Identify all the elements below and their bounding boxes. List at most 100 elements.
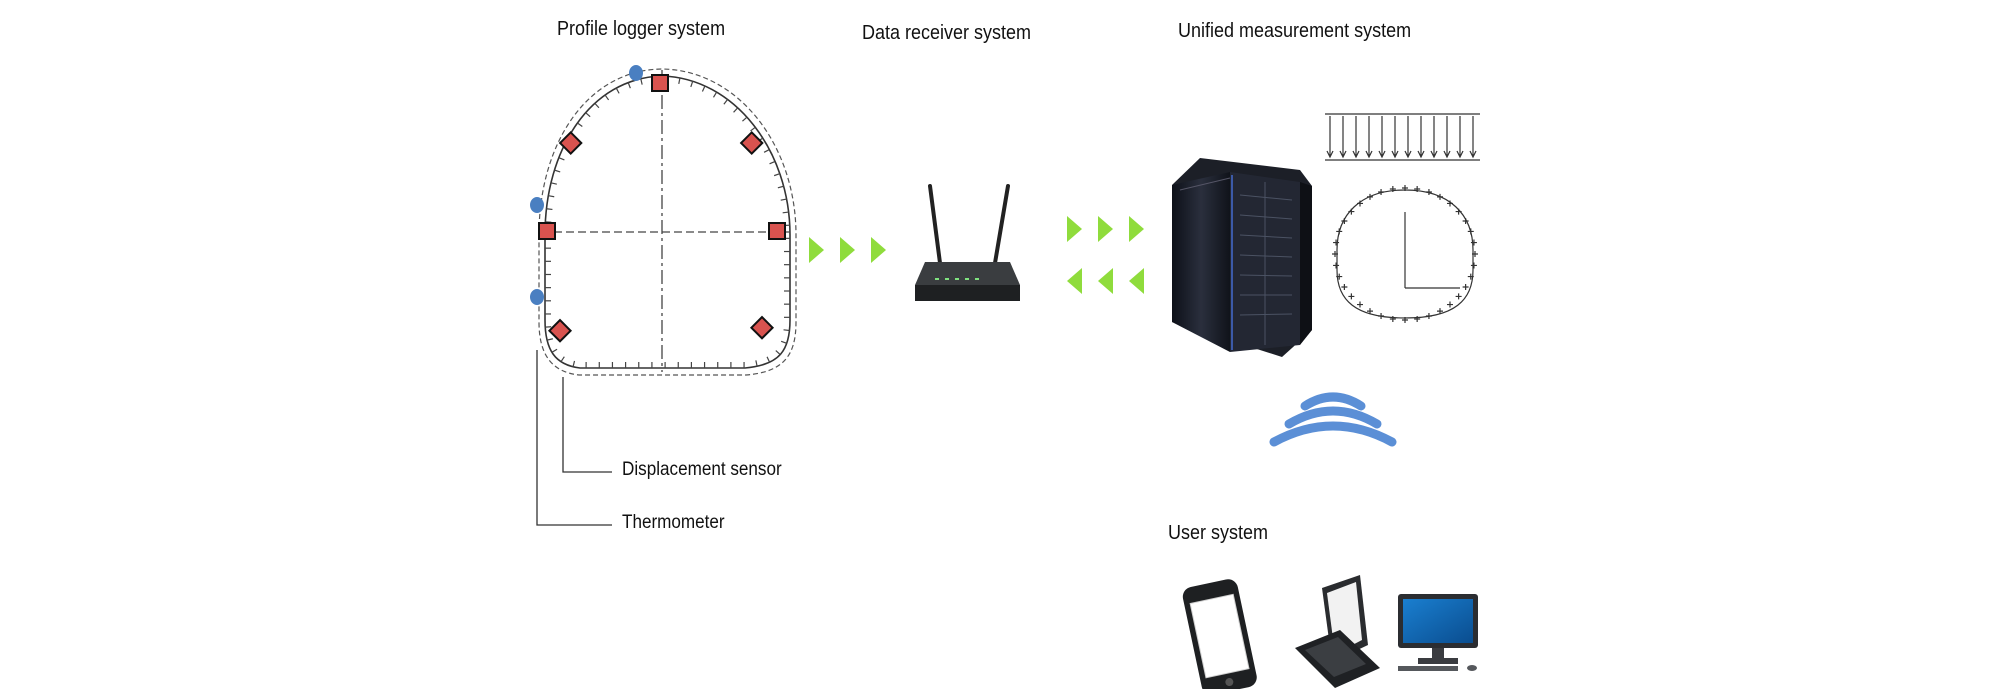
pressure-tick: [1378, 188, 1385, 195]
pressure-tick: [1378, 313, 1385, 320]
smartphone-icon: [1182, 579, 1257, 689]
pressure-tick: [1357, 301, 1363, 308]
user-system-title: User system: [1168, 522, 1269, 544]
data-receiver-title: Data receiver system: [862, 22, 1032, 44]
profile-tick: [723, 99, 728, 105]
pressure-tick: [1357, 200, 1363, 207]
load-arrow: [1391, 116, 1399, 159]
data-arrows-to-server: [1067, 216, 1144, 242]
profile-tick: [780, 198, 787, 201]
data-arrows-to-receiver-return: [1067, 268, 1144, 294]
pressure-tick: [1389, 186, 1396, 193]
load-arrow: [1404, 116, 1412, 159]
pressure-tick: [1341, 218, 1348, 224]
profile-tick: [742, 116, 748, 122]
profile-tick: [604, 94, 610, 101]
pressure-tick: [1437, 308, 1443, 315]
tunnel-profile-diagram: [530, 65, 797, 526]
pressure-tick: [1367, 308, 1373, 315]
profile-tick: [640, 78, 643, 85]
profile-tick: [780, 340, 787, 344]
pressure-tick: [1455, 208, 1462, 215]
load-arrow: [1430, 116, 1438, 159]
pressure-tick: [1467, 273, 1474, 280]
profile-tick: [777, 185, 784, 189]
profile-tick: [560, 356, 565, 363]
profile-tick: [783, 329, 790, 332]
pressure-tick: [1455, 293, 1462, 300]
pressure-tick: [1389, 315, 1396, 322]
displacement-sensors: [538, 74, 786, 343]
profile-tick: [733, 107, 739, 113]
pressure-tick: [1402, 185, 1408, 191]
thermometer-label: Thermometer: [622, 512, 725, 533]
pressure-tick: [1447, 301, 1453, 308]
profile-tick: [775, 350, 781, 356]
pressure-tick: [1447, 200, 1453, 207]
wireless-router-icon: [915, 184, 1020, 301]
pressure-tick: [1425, 188, 1432, 195]
profile-tick: [615, 87, 620, 94]
pressure-tick: [1414, 315, 1421, 322]
profile-tick: [712, 91, 718, 98]
wifi-icon: [1269, 392, 1397, 447]
pressure-tick: [1402, 317, 1408, 323]
pressure-tick: [1425, 313, 1432, 320]
pressure-tick: [1437, 193, 1443, 200]
load-arrow: [1352, 116, 1360, 159]
data-arrows-to-receiver: [809, 237, 886, 263]
profile-tick: [585, 112, 591, 118]
profile-tick: [690, 81, 694, 88]
pressure-tick: [1472, 251, 1478, 257]
profile-tick: [750, 126, 756, 132]
profile-tick: [577, 122, 583, 128]
profile-tick: [558, 157, 565, 161]
thermometers: [530, 65, 643, 305]
pressure-tick: [1336, 228, 1343, 235]
profile-tick: [627, 82, 631, 89]
profile-tick: [701, 85, 706, 92]
profile-tick: [678, 77, 681, 84]
pressure-tick: [1333, 262, 1340, 269]
displacement-sensor-label: Displacement sensor: [622, 459, 782, 480]
profile-tick: [551, 348, 558, 353]
unified-measurement-title: Unified measurement system: [1178, 20, 1412, 42]
pressure-tick: [1336, 273, 1343, 280]
pressure-tick: [1333, 239, 1340, 246]
server-rack-icon: [1172, 158, 1312, 357]
pressure-tick: [1341, 284, 1348, 290]
desktop-monitor-icon: [1398, 594, 1478, 671]
profile-tick: [546, 338, 554, 341]
pressure-tick: [1467, 228, 1474, 235]
profile-tick: [766, 356, 771, 363]
pressure-tick: [1332, 251, 1338, 257]
pressure-tick: [1470, 262, 1477, 269]
load-arrow: [1417, 116, 1425, 159]
pressure-tick: [1348, 208, 1355, 215]
profile-tick: [773, 173, 781, 177]
profile-tick: [782, 211, 789, 214]
profile-tick: [769, 160, 776, 165]
load-diagram-icon: [1325, 113, 1480, 323]
pressure-tick: [1414, 186, 1421, 193]
laptop-icon: [1295, 575, 1380, 688]
load-arrow: [1469, 116, 1477, 159]
pressure-tick: [1348, 293, 1355, 300]
profile-tick: [594, 102, 600, 109]
load-arrow: [1365, 116, 1373, 159]
load-arrow: [1339, 116, 1347, 159]
profile-tick: [546, 208, 553, 211]
load-arrow: [1456, 116, 1464, 159]
profile-tick: [548, 195, 555, 198]
profile-tick: [763, 149, 770, 153]
profile-tick: [755, 360, 758, 367]
pressure-tick: [1462, 218, 1469, 224]
profile-logger-title: Profile logger system: [557, 18, 726, 40]
load-arrow: [1443, 116, 1451, 159]
pressure-tick: [1462, 284, 1469, 290]
pressure-tick: [1470, 239, 1477, 246]
profile-tick: [550, 182, 557, 185]
load-arrow: [1326, 116, 1334, 159]
pressure-tick: [1367, 193, 1373, 200]
